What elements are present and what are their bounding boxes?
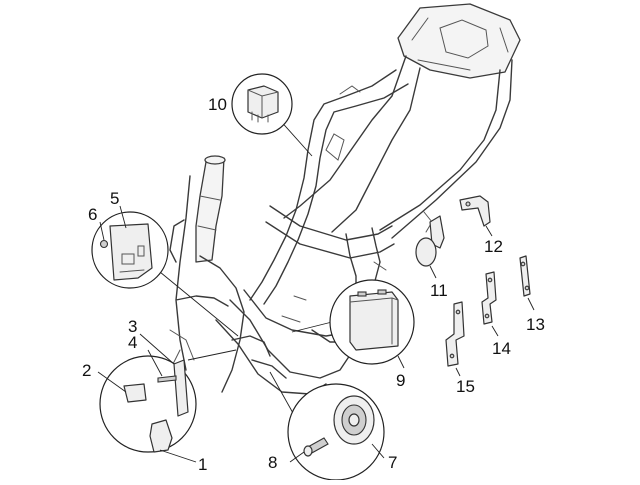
scooter-frame — [169, 3, 521, 395]
battery — [349, 291, 399, 351]
label-11: 11 — [430, 281, 448, 300]
part-bracket-12: 12 — [459, 195, 503, 256]
support-bracket-1 — [149, 419, 173, 453]
label-1: 1 — [198, 455, 207, 474]
label-15: 15 — [456, 377, 475, 396]
clip-2 — [123, 383, 147, 403]
label-2: 2 — [82, 361, 91, 380]
part-bracket-13: 13 — [519, 255, 545, 334]
label-9: 9 — [396, 371, 405, 390]
label-6: 6 — [88, 205, 97, 224]
callout-relay: 10 — [208, 73, 313, 157]
label-5: 5 — [110, 189, 119, 208]
label-8: 8 — [268, 453, 277, 472]
label-4: 4 — [128, 333, 137, 352]
part-bracket-14: 14 — [481, 271, 511, 358]
frame-down-tubes — [175, 175, 245, 393]
callout-battery: 9 — [291, 279, 415, 390]
label-14: 14 — [492, 339, 511, 358]
frame-rear-platform-opening — [439, 19, 489, 59]
label-13: 13 — [526, 315, 545, 334]
frame-rear-platform — [397, 3, 521, 79]
screw-6 — [99, 239, 109, 249]
label-10: 10 — [208, 95, 227, 114]
frame-upper-rail — [249, 69, 409, 305]
label-12: 12 — [484, 237, 503, 256]
callout-horn: 8 7 — [268, 371, 397, 481]
frame-rear-uprights — [283, 55, 513, 239]
callout-bracket-plate: 6 5 — [88, 189, 239, 337]
part-clamp-11: 11 — [415, 215, 448, 300]
label-3: 3 — [128, 317, 137, 336]
frame-steering-head — [195, 157, 225, 263]
callout-support-brackets: 3 4 2 1 — [82, 317, 237, 474]
bracket-3 — [173, 359, 189, 417]
label-7: 7 — [388, 453, 397, 472]
part-bracket-15: 15 — [445, 301, 475, 396]
bracket-plate — [109, 223, 153, 281]
bolt-4 — [157, 375, 177, 383]
